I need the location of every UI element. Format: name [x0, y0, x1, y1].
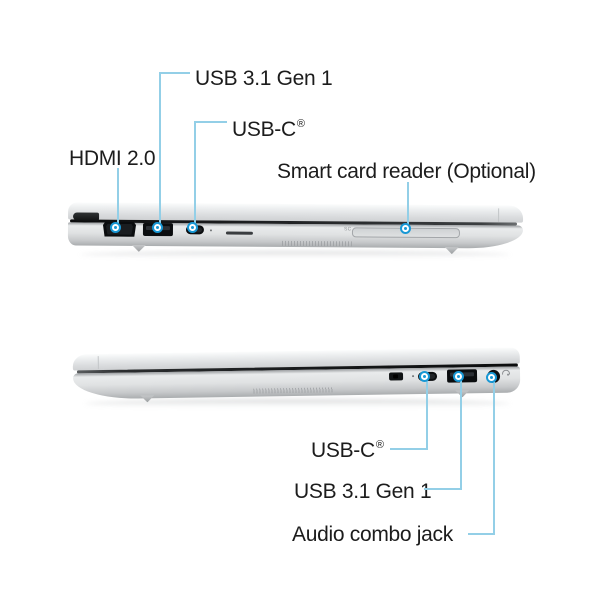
registered-mark: ® [375, 439, 384, 451]
security-lock-slot [388, 372, 404, 381]
lid-seam-line [97, 356, 99, 370]
lid-edge-cap [73, 212, 100, 221]
vent-grille [281, 240, 352, 247]
registered-mark: ® [296, 118, 305, 130]
lid-seam-line [498, 208, 500, 223]
hdmi-port [103, 222, 136, 237]
callout-line-usb31-top-h [159, 72, 190, 74]
label-usbc-top: USB-C® [232, 118, 305, 141]
callout-line-usbc-top-h [194, 121, 227, 123]
usb-a-tongue [450, 372, 475, 377]
microsd-slot [225, 231, 253, 235]
lock-slot-inner [393, 374, 399, 379]
callout-line-usbc-bottom-h [390, 448, 428, 450]
marker-smart-card [402, 225, 409, 232]
label-hdmi: HDMI 2.0 [69, 147, 156, 170]
marker-usb-a-top [154, 224, 161, 231]
callout-line-usb31-bottom-h [424, 488, 462, 490]
smart-card-marking: SC [343, 226, 352, 233]
callout-line-usb31-top-v [159, 72, 161, 230]
rubber-foot [455, 390, 469, 397]
headset-icon [501, 369, 511, 378]
marker-usb-a-bottom [455, 373, 462, 380]
marker-audio-jack [488, 374, 495, 381]
callout-line-usbc-top-v [194, 121, 196, 230]
label-usbc-bottom: USB-C® [311, 439, 384, 462]
laptop-right-side-view [72, 347, 521, 399]
marker-usb-c-top [189, 224, 196, 231]
label-usb31-top: USB 3.1 Gen 1 [195, 67, 333, 90]
callout-line-usbc-bottom-v [426, 379, 428, 450]
label-usb31-bottom: USB 3.1 Gen 1 [294, 480, 432, 503]
hdmi-port-inner [106, 224, 133, 235]
marker-hdmi [112, 224, 119, 231]
callout-line-usb31-bottom-v [460, 380, 462, 490]
marker-usb-c-bottom [421, 373, 428, 380]
callout-line-hdmi-v [117, 168, 119, 230]
label-audio-combo-jack: Audio combo jack [292, 523, 453, 546]
callout-line-audio-h [468, 533, 495, 535]
mic-pinhole [209, 229, 212, 232]
label-smart-card: Smart card reader (Optional) [277, 160, 536, 183]
rubber-foot [132, 245, 146, 252]
laptop-reflection [85, 399, 510, 408]
laptop-left-side-view: SC [67, 202, 524, 248]
laptop-reflection [80, 251, 510, 258]
callout-line-smart-card-v [407, 182, 409, 231]
usb-a-port-bottom [446, 369, 478, 383]
callout-line-audio-v [493, 380, 495, 535]
mic-pinhole [412, 375, 415, 378]
